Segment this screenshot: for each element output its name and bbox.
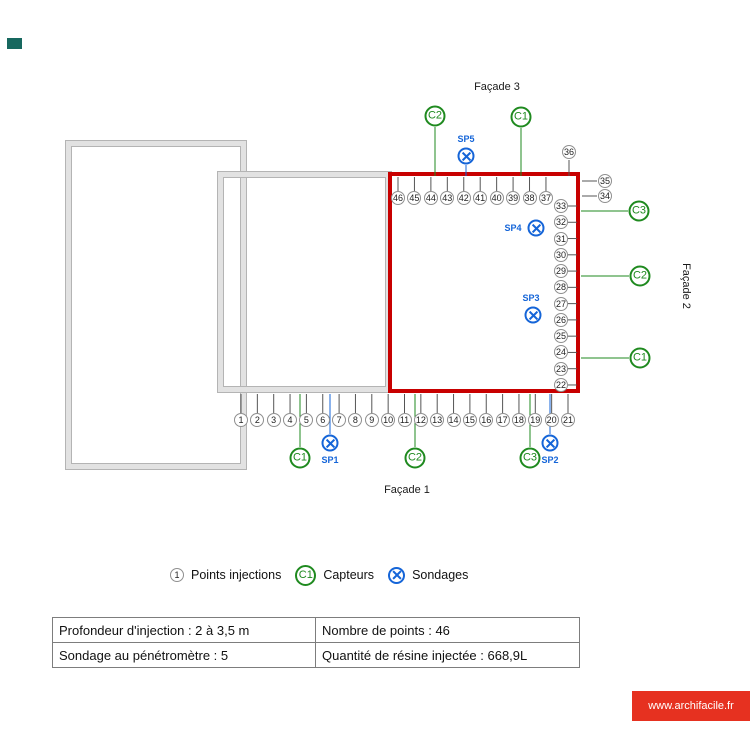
injection-point-6: 6 <box>315 413 330 427</box>
sondage-label-sp5: SP5 <box>457 134 475 144</box>
cell-sondage-penetrometre: Sondage au pénétromètre : 5 <box>52 642 316 668</box>
injection-point-15: 15 <box>462 413 477 427</box>
injection-point-45: 45 <box>407 191 422 205</box>
facade-1-label: Façade 1 <box>384 484 430 496</box>
injection-point-35: 35 <box>598 174 612 188</box>
sensor-c1-bottom: C1 <box>289 447 311 469</box>
injection-zone-outline <box>388 172 580 393</box>
legend-sensors-label: Capteurs <box>323 568 375 582</box>
injection-point-8: 8 <box>348 413 363 427</box>
injection-point-30: 30 <box>554 247 568 262</box>
injection-point-1: 1 <box>234 413 248 427</box>
injection-point-25: 25 <box>554 329 568 344</box>
injection-point-4: 4 <box>283 413 298 427</box>
legend: 1 Points injections C1 Capteurs Sondages <box>170 561 482 589</box>
sondage-label-sp4: SP4 <box>504 223 522 233</box>
table-row: Sondage au pénétromètre : 5 Quantité de … <box>52 642 580 668</box>
corner-marker <box>7 38 22 49</box>
sondage-sp1-icon <box>321 434 339 452</box>
injection-point-32: 32 <box>554 215 568 230</box>
injection-point-5: 5 <box>299 413 314 427</box>
sondage-label-sp2: SP2 <box>541 455 559 465</box>
injection-point-19: 19 <box>528 413 543 427</box>
injection-point-13: 13 <box>430 413 445 427</box>
facade-2-label: Façade 2 <box>680 263 692 309</box>
injection-point-17: 17 <box>495 413 510 427</box>
injection-point-36: 36 <box>562 145 576 159</box>
sondage-sp5-icon <box>457 147 475 165</box>
injection-point-29: 29 <box>554 264 568 279</box>
injection-point-20: 20 <box>544 413 559 427</box>
injection-point-21: 21 <box>561 413 575 427</box>
injection-point-16: 16 <box>479 413 494 427</box>
injection-point-42: 42 <box>456 191 471 205</box>
facade-3-label: Façade 3 <box>474 81 520 93</box>
sondage-label-sp1: SP1 <box>321 455 339 465</box>
injection-point-39: 39 <box>506 191 521 205</box>
injection-point-34: 34 <box>598 189 612 203</box>
injection-point-31: 31 <box>554 231 568 246</box>
room-middle-outline <box>218 172 391 392</box>
injection-point-7: 7 <box>332 413 347 427</box>
summary-table: Profondeur d'injection : 2 à 3,5 m Nombr… <box>52 617 580 668</box>
sensor-c1-right: C1 <box>629 347 651 369</box>
sondage-sp2-icon <box>541 434 559 452</box>
injection-point-18: 18 <box>511 413 526 427</box>
table-row: Profondeur d'injection : 2 à 3,5 m Nombr… <box>52 617 580 643</box>
cell-nombre-points: Nombre de points : 46 <box>315 617 580 643</box>
injection-point-38: 38 <box>522 191 537 205</box>
cell-quantite-resine: Quantité de résine injectée : 668,9L <box>315 642 580 668</box>
injection-point-43: 43 <box>440 191 455 205</box>
injection-point-12: 12 <box>413 413 428 427</box>
sensor-c3-right: C3 <box>628 200 650 222</box>
injection-point-28: 28 <box>554 280 568 295</box>
sensor-c3-bottom: C3 <box>519 447 541 469</box>
injection-point-37: 37 <box>538 191 553 205</box>
injection-point-22: 22 <box>554 377 568 392</box>
injection-point-11: 11 <box>397 413 412 427</box>
injection-point-40: 40 <box>489 191 504 205</box>
sondage-sp3-icon <box>524 306 542 324</box>
legend-sensor-symbol: C1 <box>295 564 317 586</box>
sensor-c1-top: C1 <box>510 106 532 128</box>
injection-point-33: 33 <box>554 199 568 213</box>
sensor-c2-bottom: C2 <box>404 447 426 469</box>
legend-sondage-x-icon <box>388 566 406 584</box>
legend-points-label: Points injections <box>191 568 282 582</box>
sensor-c2-right: C2 <box>629 265 651 287</box>
sensor-c2-top: C2 <box>424 105 446 127</box>
injection-point-3: 3 <box>266 413 281 427</box>
injection-point-14: 14 <box>446 413 461 427</box>
injection-point-27: 27 <box>554 296 568 311</box>
cell-profondeur-injection: Profondeur d'injection : 2 à 3,5 m <box>52 617 316 643</box>
injection-point-9: 9 <box>364 413 379 427</box>
room-left-outline <box>66 141 246 469</box>
sondage-sp4-icon <box>527 219 545 237</box>
injection-point-26: 26 <box>554 312 568 327</box>
injection-point-2: 2 <box>250 413 265 427</box>
injection-point-24: 24 <box>554 345 568 360</box>
legend-point-symbol: 1 <box>170 568 184 582</box>
injection-point-41: 41 <box>473 191 488 205</box>
legend-sondages-label: Sondages <box>412 568 469 582</box>
injection-point-10: 10 <box>381 413 396 427</box>
sondage-label-sp3: SP3 <box>522 293 540 303</box>
archifacile-link[interactable]: www.archifacile.fr <box>632 691 750 721</box>
injection-point-44: 44 <box>423 191 438 205</box>
injection-point-46: 46 <box>391 191 405 205</box>
injection-point-23: 23 <box>554 361 568 376</box>
